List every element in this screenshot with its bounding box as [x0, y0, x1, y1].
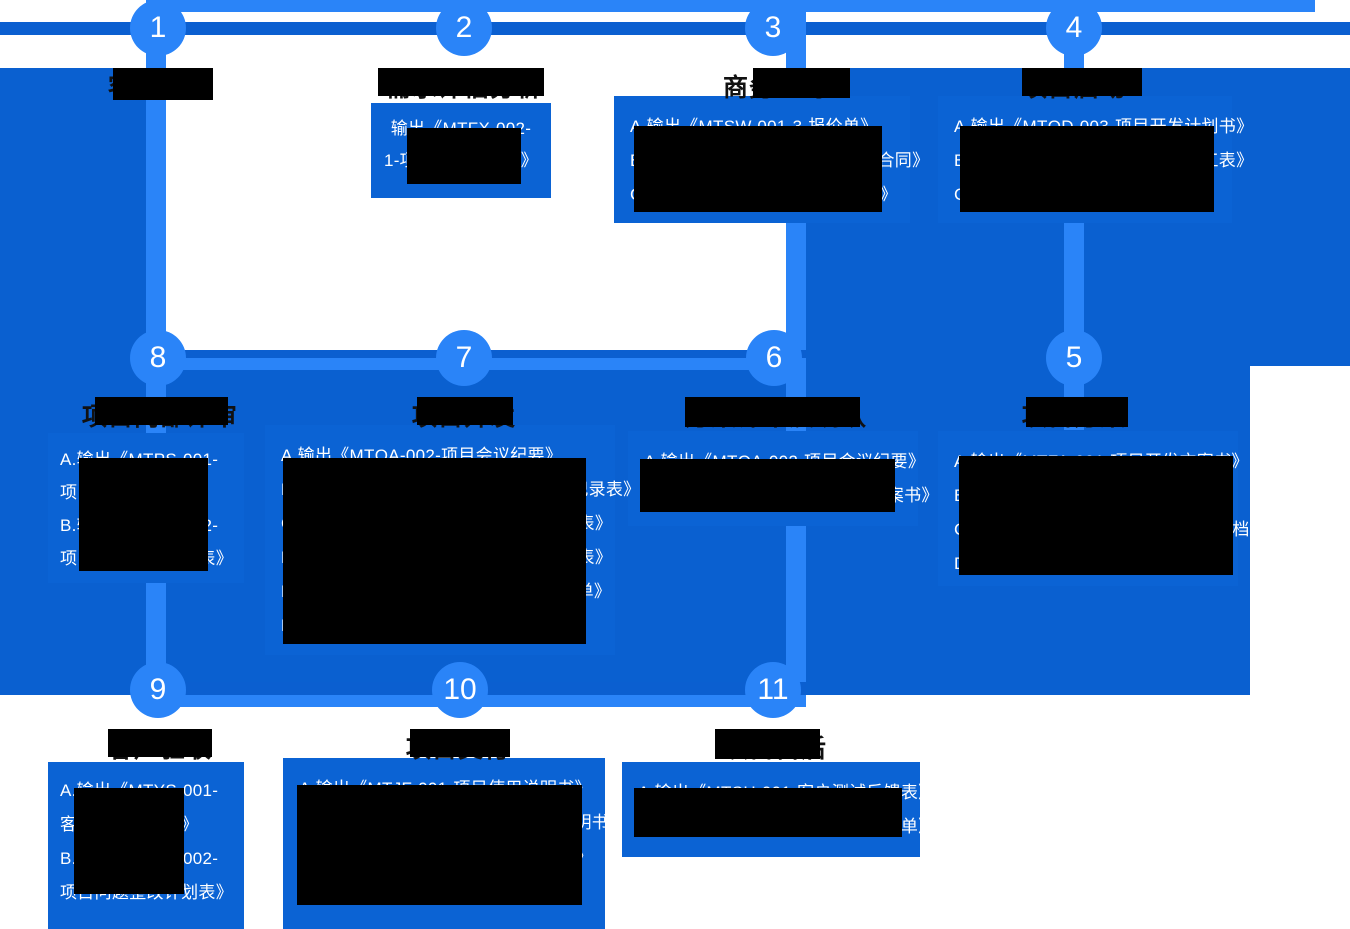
output-item: D.交付项目源代码文件: [299, 881, 473, 900]
output-item: C.输出《MTJF-003-项目交付确认书》: [299, 847, 593, 866]
output-card-9: A.输出《MTYS-001-客户测试反馈表》 B.输出《MTYS-002-项目问…: [48, 762, 244, 929]
output-card-11: A.输出《MTSH-001-客户测试反馈表》 B.输出《MTSH-002-客户售…: [622, 762, 936, 857]
output-item: A.输出《MTQA-002-项目会议纪要》: [644, 452, 926, 471]
output-item: B.输出《MTSH-002-客户售后派工单》: [638, 817, 936, 836]
output-item: C.输出《MTSW-003-项目派工单》: [630, 185, 898, 204]
step-title-5: 项目方案: [1021, 403, 1126, 431]
background-plate-left: [0, 68, 166, 695]
output-item: A.输出《MTQD-003-项目开发计划书》: [954, 117, 1254, 136]
step-title-8: 项目内部评审: [81, 403, 238, 431]
rail-top-dark: [0, 22, 1350, 35]
step-title-11: 项目售后: [722, 735, 827, 763]
output-item: 输出《MTFX-002-1-项目需求分析书》: [383, 119, 539, 170]
step-node-4[interactable]: 4: [1046, 0, 1102, 56]
output-card-8: A.输出《MTPS-001-项目内部评审报告》 B.输出《MTYS-002-项目…: [48, 433, 244, 583]
output-item: B.输出《MTYS-002-项目问题整改计划表》: [60, 849, 233, 902]
output-item: D.输出《MTFA-003-项目接口文档》: [954, 554, 1233, 573]
output-card-2: 输出《MTFX-002-1-项目需求分析书》: [371, 103, 551, 198]
step-node-10[interactable]: 10: [432, 662, 488, 718]
output-card-4: A.输出《MTQD-003-项目开发计划书》 B.输出《MTQD-002-项目成…: [938, 96, 1254, 223]
output-card-7: A.输出《MTQA-002-项目会议纪要》 B.输出《MTKF-002-项目内测…: [265, 425, 641, 655]
step-node-1[interactable]: 1: [130, 0, 186, 56]
output-item: B.输出《MTQD-002-项目成员分工表》: [954, 151, 1254, 170]
step-node-11[interactable]: 11: [745, 662, 801, 718]
step-title-4: 项目启动: [1021, 74, 1126, 102]
output-card-6: A.输出《MTQA-002-项目会议纪要》 B.更新《MTFA-001-项目开发…: [628, 431, 939, 526]
output-card-5: A.输出《MTFA-001-项目开发方案书》 B.输出界面ui设计原型 C.输出…: [938, 431, 1267, 586]
output-card-10: A.输出《MTJF-001-项目使用说明书》 B.输出《MTJF-002-常见问…: [283, 758, 627, 929]
output-item: A.输出《MTPS-001-项目内部评审报告》: [60, 450, 219, 502]
output-item: C.输出《MTFA-002-数据设计格式文档》: [954, 520, 1267, 539]
output-item: A.输出《MTYS-001-客户测试反馈表》: [60, 781, 219, 834]
output-item: B.输出界面ui设计原型: [954, 486, 1123, 505]
step-title-1: 客户接入: [107, 74, 212, 102]
step-title-10: 项目交付: [405, 735, 510, 763]
step-title-9: 客户验收: [107, 735, 212, 763]
step-node-5[interactable]: 5: [1046, 330, 1102, 386]
step-node-6[interactable]: 6: [746, 330, 802, 386]
step-node-8[interactable]: 8: [130, 330, 186, 386]
output-item: B.更新《MTFA-001-项目开发方案书》: [644, 486, 939, 505]
output-card-3: A.输出《MTSW-001-3-报价单》 B.输出《MTSW-002-5-软件开…: [614, 96, 930, 223]
output-item: A.输出《MTSW-001-3-报价单》: [630, 117, 878, 136]
output-item: E.输出《MTKF-006-项目方案变更通知单》: [281, 582, 612, 601]
output-item: B.输出《MTJF-002-常见问题自查说明书》: [299, 813, 627, 832]
output-item: A.输出《MTJF-001-项目使用说明书》: [299, 779, 592, 798]
output-item: B.输出《MTKF-002-项目内测bug清单记录表》: [281, 480, 641, 499]
step-node-2[interactable]: 2: [436, 0, 492, 56]
step-title-2: 需求评估分析: [385, 74, 542, 102]
step-node-9[interactable]: 9: [130, 662, 186, 718]
output-item: C.输出《MTKF-003-项目问题整改计划表》: [281, 514, 613, 533]
step-title-6: 方案评审及确认: [684, 403, 867, 431]
output-item: B.输出《MTSW-002-5-软件开发合同》: [630, 151, 930, 170]
rail-top-light: [155, 0, 1315, 12]
output-item: C.输出《MTQD-001-项目立项书》: [954, 185, 1220, 204]
output-item: A.输出《MTSH-001-客户测试反馈表》: [638, 783, 936, 802]
step-title-3: 商务签约: [722, 74, 827, 102]
step-node-7[interactable]: 7: [436, 330, 492, 386]
step-title-7: 项目开发: [411, 403, 516, 431]
output-item: A.输出《MTQA-002-项目会议纪要》: [281, 446, 563, 465]
output-item: F.输出项目源代码文件: [281, 616, 451, 635]
output-item: B.输出《MTYS-002-项目问题整改计划表》: [60, 516, 233, 568]
output-item: A.输出《MTFA-001-项目开发方案书》: [954, 452, 1249, 471]
output-item: D.输出《MTKF-005-项目方案变更记录表》: [281, 548, 613, 567]
step-node-3[interactable]: 3: [745, 0, 801, 56]
